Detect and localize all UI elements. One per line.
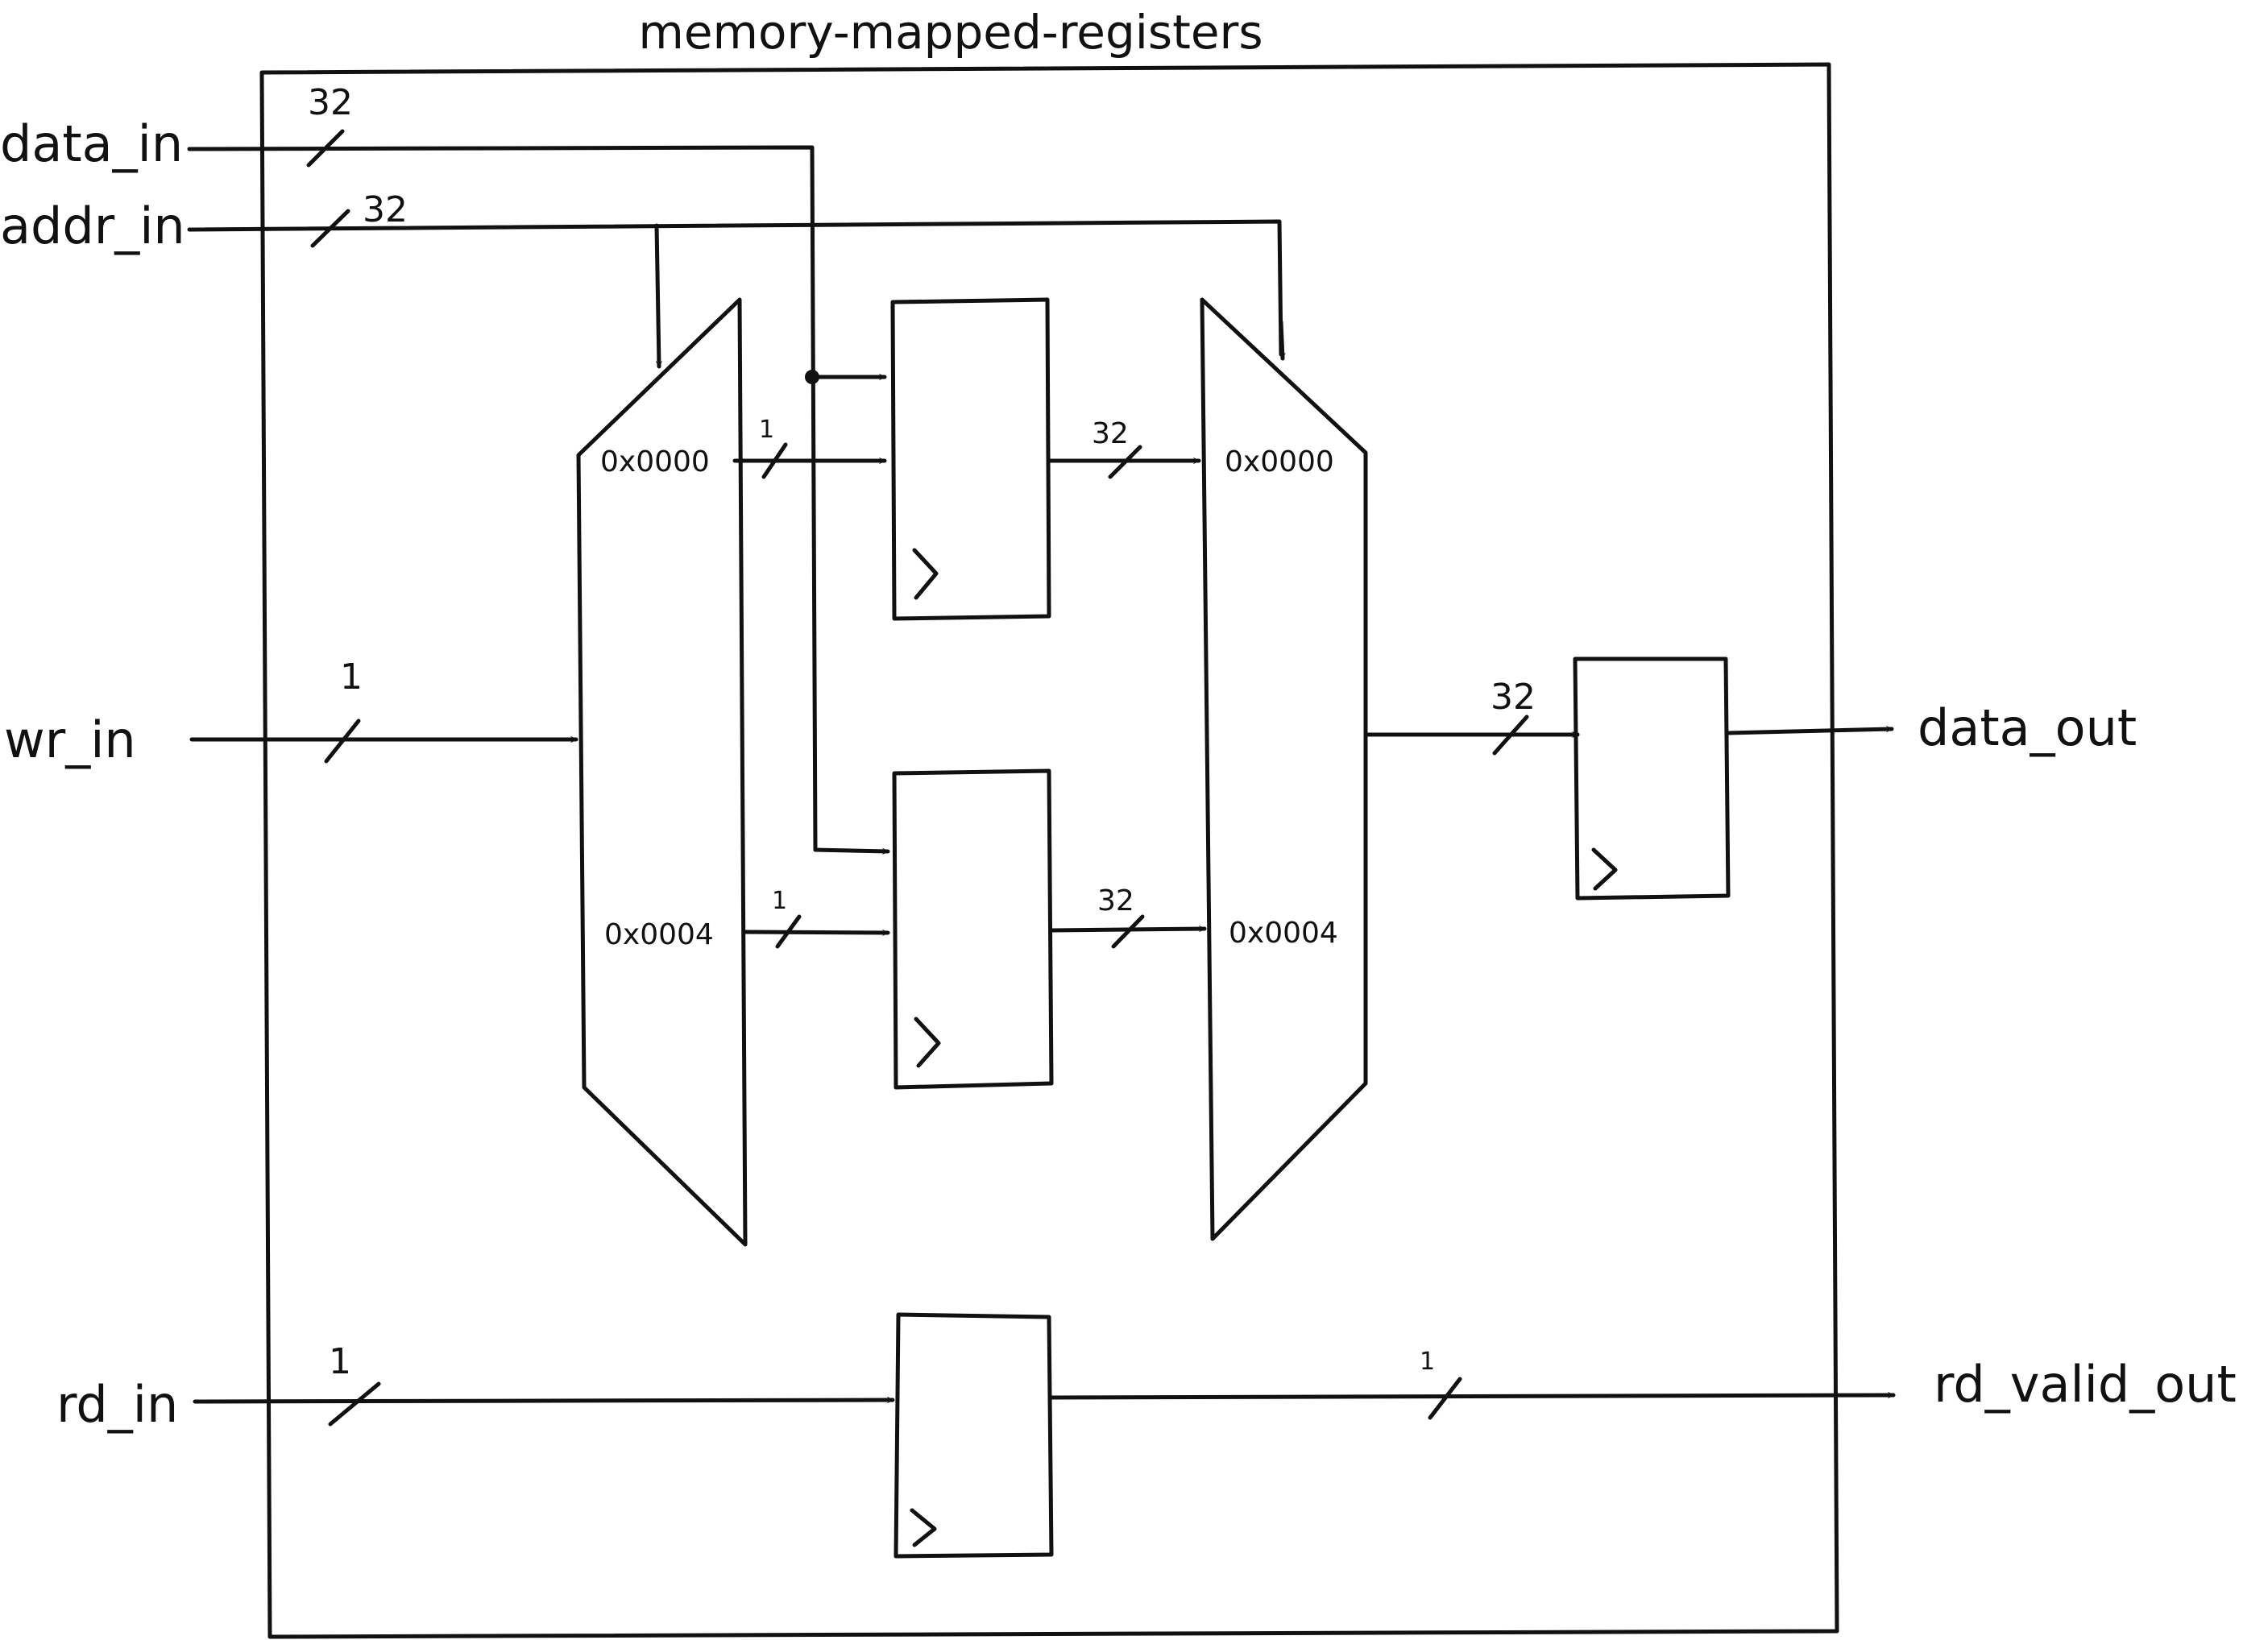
data-in-bus-slash	[306, 129, 345, 168]
demux-en1-width: 1	[772, 887, 787, 915]
addr-in-to-mux-arrow	[1279, 320, 1286, 361]
register-0x0000	[890, 297, 1051, 621]
data-in-to-reg1	[813, 847, 890, 855]
data-out-wire	[1726, 726, 1894, 735]
rd-in-width: 1	[329, 1341, 351, 1382]
register-0x0004-clock	[914, 1017, 941, 1068]
data-in-label: data_in	[0, 114, 183, 173]
mux-out-width: 32	[1491, 677, 1536, 718]
wr-in-width: 1	[340, 656, 363, 698]
demux-en1-slash	[775, 914, 802, 949]
data-out-register-clock	[1591, 847, 1618, 891]
rd-in-wire	[193, 1397, 895, 1404]
demux-en1-wire	[743, 930, 890, 936]
reg0-q-slash	[1108, 445, 1142, 479]
demux-addr-0x0000: 0x0000	[600, 445, 710, 478]
module-boundary	[259, 62, 1839, 1639]
register-0x0000-clock	[912, 548, 939, 600]
rd-in-slash	[328, 1381, 381, 1427]
rd-valid-register	[894, 1312, 1054, 1559]
read-mux	[1200, 297, 1368, 1241]
reg1-q-width: 32	[1097, 884, 1134, 917]
mux-out-slash	[1492, 714, 1529, 756]
module-title: memory-mapped-registers	[638, 5, 1263, 60]
addr-in-width: 32	[363, 189, 408, 230]
rd-in-label: rd_in	[56, 1375, 178, 1434]
data-out-label: data_out	[1918, 698, 2137, 757]
data-in-width: 32	[308, 82, 353, 123]
wr-in-bus-slash	[324, 719, 361, 764]
addr-in-wire	[187, 219, 1283, 357]
mux-addr-0x0004: 0x0004	[1229, 917, 1338, 950]
addr-in-label: addr_in	[0, 197, 185, 255]
demux-en0-slash	[761, 442, 788, 479]
demux-en0-width: 1	[759, 416, 774, 444]
rd-valid-register-clock	[910, 1508, 937, 1547]
rd-valid-out-wire	[1049, 1392, 1896, 1400]
reg1-q-slash	[1111, 914, 1145, 949]
write-demux	[576, 297, 748, 1247]
rd-valid-out-label: rd_valid_out	[1934, 1355, 2237, 1414]
addr-in-bus-slash	[310, 209, 350, 248]
data-in-wire	[187, 145, 818, 852]
reg0-q-width: 32	[1092, 417, 1129, 450]
mux-addr-0x0000: 0x0000	[1225, 445, 1334, 478]
data-out-register	[1573, 656, 1731, 901]
demux-addr-0x0004: 0x0004	[604, 918, 714, 951]
addr-in-to-demux	[654, 223, 662, 369]
rd-valid-out-width: 1	[1420, 1348, 1435, 1376]
wr-in-label: wr_in	[4, 710, 136, 769]
register-0x0004	[892, 768, 1054, 1090]
rd-valid-out-slash	[1428, 1377, 1462, 1420]
